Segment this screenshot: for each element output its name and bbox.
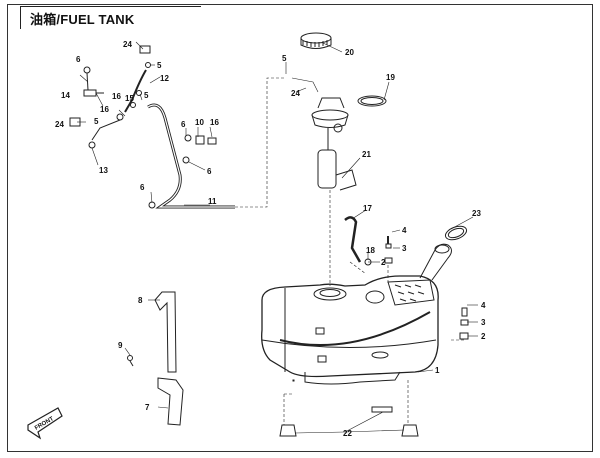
callout-13: 13 [99, 166, 108, 175]
callout-15: 15 [125, 94, 134, 103]
fuel-cap [300, 32, 332, 49]
callout-1: 1 [435, 366, 440, 375]
callout-5d: 5 [94, 117, 99, 126]
callout-11: 11 [208, 197, 217, 206]
mount-pads [279, 379, 419, 437]
callout-8: 8 [138, 296, 143, 305]
callout-5a: 5 [157, 61, 162, 70]
callout-24c: 24 [55, 120, 64, 129]
callout-17: 17 [363, 204, 372, 213]
callout-24a: 24 [123, 40, 132, 49]
callout-5b: 5 [282, 54, 287, 63]
callout-3b: 3 [481, 318, 486, 327]
title-box [20, 6, 201, 29]
tank-straps [127, 291, 184, 426]
fasteners [364, 236, 469, 340]
diagram-border [7, 4, 593, 452]
callout-5c: 5 [144, 91, 149, 100]
callout-23: 23 [472, 209, 481, 218]
callout-14: 14 [61, 91, 70, 100]
callout-21: 21 [362, 150, 371, 159]
fuel-line [147, 103, 235, 209]
vent-hose [344, 216, 362, 263]
callout-20: 20 [345, 48, 354, 57]
callout-16b: 16 [112, 92, 121, 101]
fuel-pump [311, 97, 357, 191]
routing-lines [235, 77, 464, 425]
callout-10: 10 [195, 118, 204, 127]
callout-3a: 3 [402, 244, 407, 253]
callout-6d: 6 [140, 183, 145, 192]
leader-lines [77, 41, 478, 434]
callout-4a: 4 [402, 226, 407, 235]
callout-6c: 6 [207, 167, 212, 176]
callout-2b: 2 [481, 332, 486, 341]
callout-labels: 20 19 21 23 22 1 2 2 3 3 4 4 5 5 5 5 6 6… [55, 40, 486, 438]
callout-4b: 4 [481, 301, 486, 310]
callout-12: 12 [160, 74, 169, 83]
callout-22: 22 [343, 429, 352, 438]
callout-18: 18 [366, 246, 375, 255]
pump-gasket [357, 95, 387, 107]
callout-9: 9 [118, 341, 123, 350]
front-label: FRONT [34, 416, 55, 432]
callout-16c: 16 [210, 118, 219, 127]
callout-16a: 16 [100, 105, 109, 114]
callout-6b: 6 [181, 120, 186, 129]
callout-24b: 24 [291, 89, 300, 98]
callout-19: 19 [386, 73, 395, 82]
callout-2a: 2 [381, 258, 386, 267]
front-arrow-icon [27, 407, 63, 440]
diagram-title: 油箱/FUEL TANK [30, 12, 135, 27]
callout-7: 7 [145, 403, 150, 412]
fuel-tank [261, 243, 452, 385]
callout-6a: 6 [76, 55, 81, 64]
